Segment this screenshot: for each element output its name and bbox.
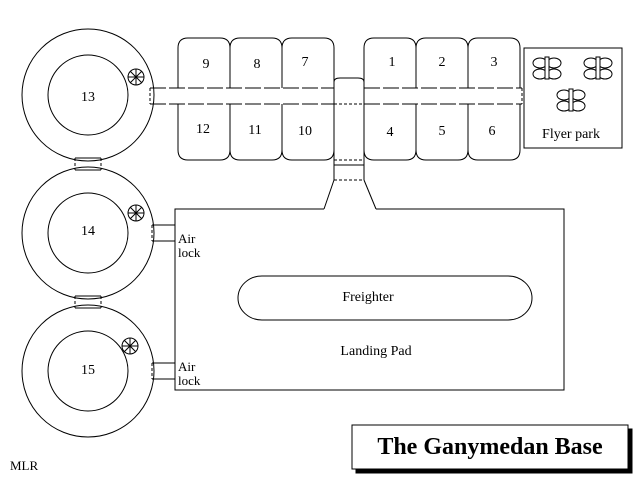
room-5-label: 5 (439, 124, 446, 139)
room-block-right (363, 37, 521, 161)
module-13: 13 (21, 28, 155, 162)
room-6 (467, 104, 521, 161)
title-box-frame (351, 424, 629, 470)
fan-icon (121, 337, 139, 355)
landing-pad: Landing Pad (174, 208, 565, 391)
freighter: Freighter (237, 275, 533, 321)
main-corridor (149, 87, 523, 105)
flyer-park: Flyer park (523, 47, 623, 149)
room-1-label: 1 (389, 55, 396, 70)
room-4-label: 4 (387, 125, 394, 140)
airlock-upper-label-line1: Air (178, 231, 196, 246)
room-9-label: 9 (203, 57, 210, 72)
landing-pad-label: Landing Pad (340, 344, 411, 359)
module-14-label: 14 (81, 224, 95, 239)
room-6-label: 6 (489, 124, 496, 139)
flyer-icon (583, 56, 613, 80)
flyer-icon (532, 56, 562, 80)
room-12-label: 12 (196, 122, 210, 137)
module-13-inner-ring (47, 54, 129, 136)
airlock-lower-label-line2: lock (178, 373, 201, 388)
room-12 (177, 104, 231, 161)
module-connector-14-15 (74, 295, 102, 309)
room-4 (363, 104, 417, 161)
module-14-inner-ring (47, 192, 129, 274)
airlock-lower-label-line1: Air (178, 359, 196, 374)
module-15-label: 15 (81, 363, 95, 378)
room-2 (415, 37, 469, 88)
room-7 (281, 37, 335, 88)
fan-icon (127, 68, 145, 86)
airlock-lower (151, 362, 176, 380)
room-11 (229, 104, 283, 161)
airlock-upper (151, 224, 176, 242)
diagram-title: The Ganymedan Base (377, 434, 603, 460)
flyer-icon (556, 88, 586, 112)
room-numbers: 9 8 7 1 2 3 12 11 10 4 5 6 (196, 55, 498, 140)
room-3 (467, 37, 521, 88)
module-14: 14 (21, 166, 155, 300)
room-3-label: 3 (491, 55, 498, 70)
flyer-park-label: Flyer park (542, 127, 600, 142)
room-8 (229, 37, 283, 88)
freighter-label: Freighter (342, 290, 394, 305)
author-label: MLR (10, 458, 39, 473)
room-10 (281, 104, 335, 161)
central-hub (323, 77, 377, 210)
room-9 (177, 37, 231, 88)
room-7-label: 7 (302, 55, 309, 70)
title-box: The Ganymedan Base (351, 424, 633, 474)
module-13-label: 13 (81, 90, 95, 105)
fan-icon (127, 204, 145, 222)
airlock-upper-label-line2: lock (178, 245, 201, 260)
module-15: 15 (21, 304, 155, 438)
module-connector-13-14 (74, 157, 102, 171)
room-1 (363, 37, 417, 88)
room-10-label: 10 (298, 124, 312, 139)
room-5 (415, 104, 469, 161)
room-11-label: 11 (248, 123, 261, 138)
room-8-label: 8 (254, 57, 261, 72)
room-block-left (177, 37, 335, 161)
room-2-label: 2 (439, 55, 446, 70)
module-15-inner-ring (47, 330, 129, 412)
